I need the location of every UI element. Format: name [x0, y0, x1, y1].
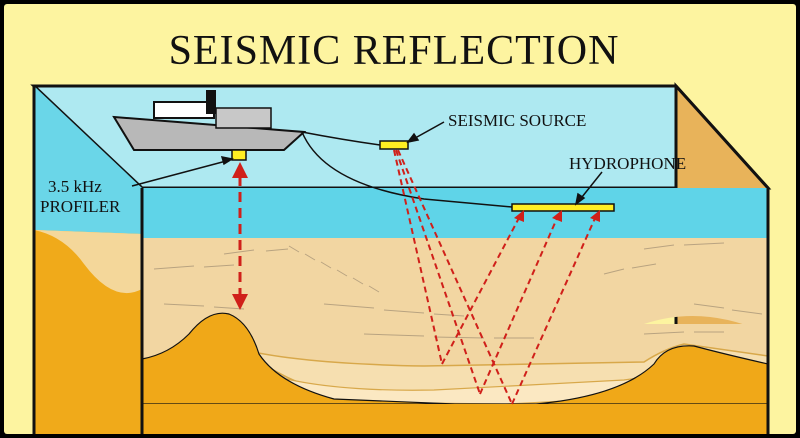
seismic-source-device — [379, 140, 409, 150]
label-hydrophone: HYDROPHONE — [569, 154, 686, 173]
label-profiler-line1: 3.5 kHz — [48, 177, 102, 196]
label-seismic-source: SEISMIC SOURCE — [448, 111, 586, 130]
seismic-rays — [393, 149, 597, 405]
seafloor-texture — [153, 242, 763, 339]
water-front-face — [142, 188, 768, 238]
basement-rock — [141, 312, 769, 407]
diagram-frame: SEISMIC REFLECTION — [4, 4, 796, 434]
left-face-basement — [34, 230, 142, 434]
seafloor-sediment — [142, 238, 768, 334]
ship-icon — [112, 90, 307, 151]
label-profiler-line2: PROFILER — [40, 197, 121, 216]
profiler-device — [231, 149, 247, 161]
hydrophone-cable — [301, 131, 513, 208]
block-front-bottom — [142, 404, 768, 434]
source-cable — [301, 131, 381, 146]
profiler-arrow-up — [232, 162, 248, 178]
profiler-arrow-down — [232, 294, 248, 310]
diagram-title: SEISMIC REFLECTION — [169, 28, 620, 74]
seismic-diagram: SEISMIC REFLECTION — [30, 28, 772, 434]
hydrophone-device — [511, 203, 615, 212]
block-left-face — [34, 86, 142, 234]
left-face-sediment — [34, 230, 142, 294]
